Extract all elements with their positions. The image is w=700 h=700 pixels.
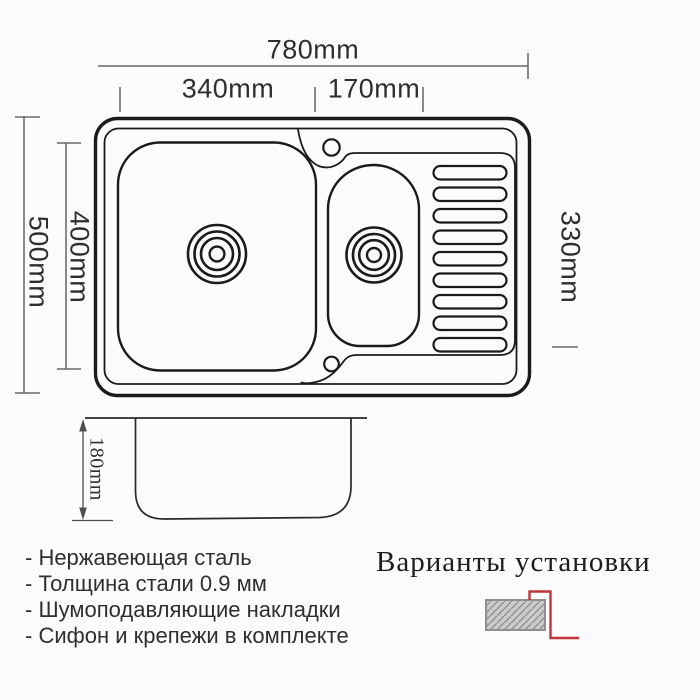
recess-outline: [297, 128, 516, 385]
dim-label-bowl-depth: 180mm: [85, 437, 108, 501]
feature-steel-thickness: - Толщина стали 0.9 мм: [25, 571, 267, 596]
half-bowl-drain: [345, 226, 403, 284]
dim-label-main-bowl-width: 340mm: [181, 73, 275, 104]
bowl-profile: [134, 418, 352, 520]
feature-siphon-included: - Сифон и крепежи в комплекте: [25, 623, 349, 648]
dim-label-right-section: 330mm: [555, 210, 586, 304]
sink-side-view: [85, 417, 367, 520]
main-bowl: [116, 141, 318, 372]
faucet-hole-top: [322, 138, 341, 157]
sink-section-hatched: [485, 599, 546, 631]
dim-label-overall-width: 780mm: [266, 34, 360, 65]
faucet-hole-bottom: [323, 355, 340, 373]
depth-dimension: [72, 419, 113, 522]
drainboard-ribs: [432, 164, 508, 353]
dim-label-overall-depth: 500mm: [23, 215, 54, 309]
installation-options-title: Варианты установки: [376, 546, 651, 578]
main-bowl-drain: [186, 223, 248, 285]
half-bowl: [326, 163, 421, 348]
installation-diagram: [485, 590, 579, 640]
dimension-lines: [15, 53, 578, 394]
features-list: - Нержавеющая сталь - Толщина стали 0.9 …: [25, 545, 349, 649]
dim-label-main-bowl-length: 400mm: [64, 210, 95, 304]
sink-inner-rim: [103, 127, 518, 385]
sink-outer-rim: [93, 116, 532, 398]
feature-material: - Нержавеющая сталь: [25, 545, 252, 570]
sink-top-view: [93, 116, 532, 398]
countertop-profile-line: [528, 590, 579, 640]
dim-label-half-bowl-width: 170mm: [327, 73, 421, 104]
feature-noise-pads: - Шумоподавляющие накладки: [25, 597, 341, 622]
